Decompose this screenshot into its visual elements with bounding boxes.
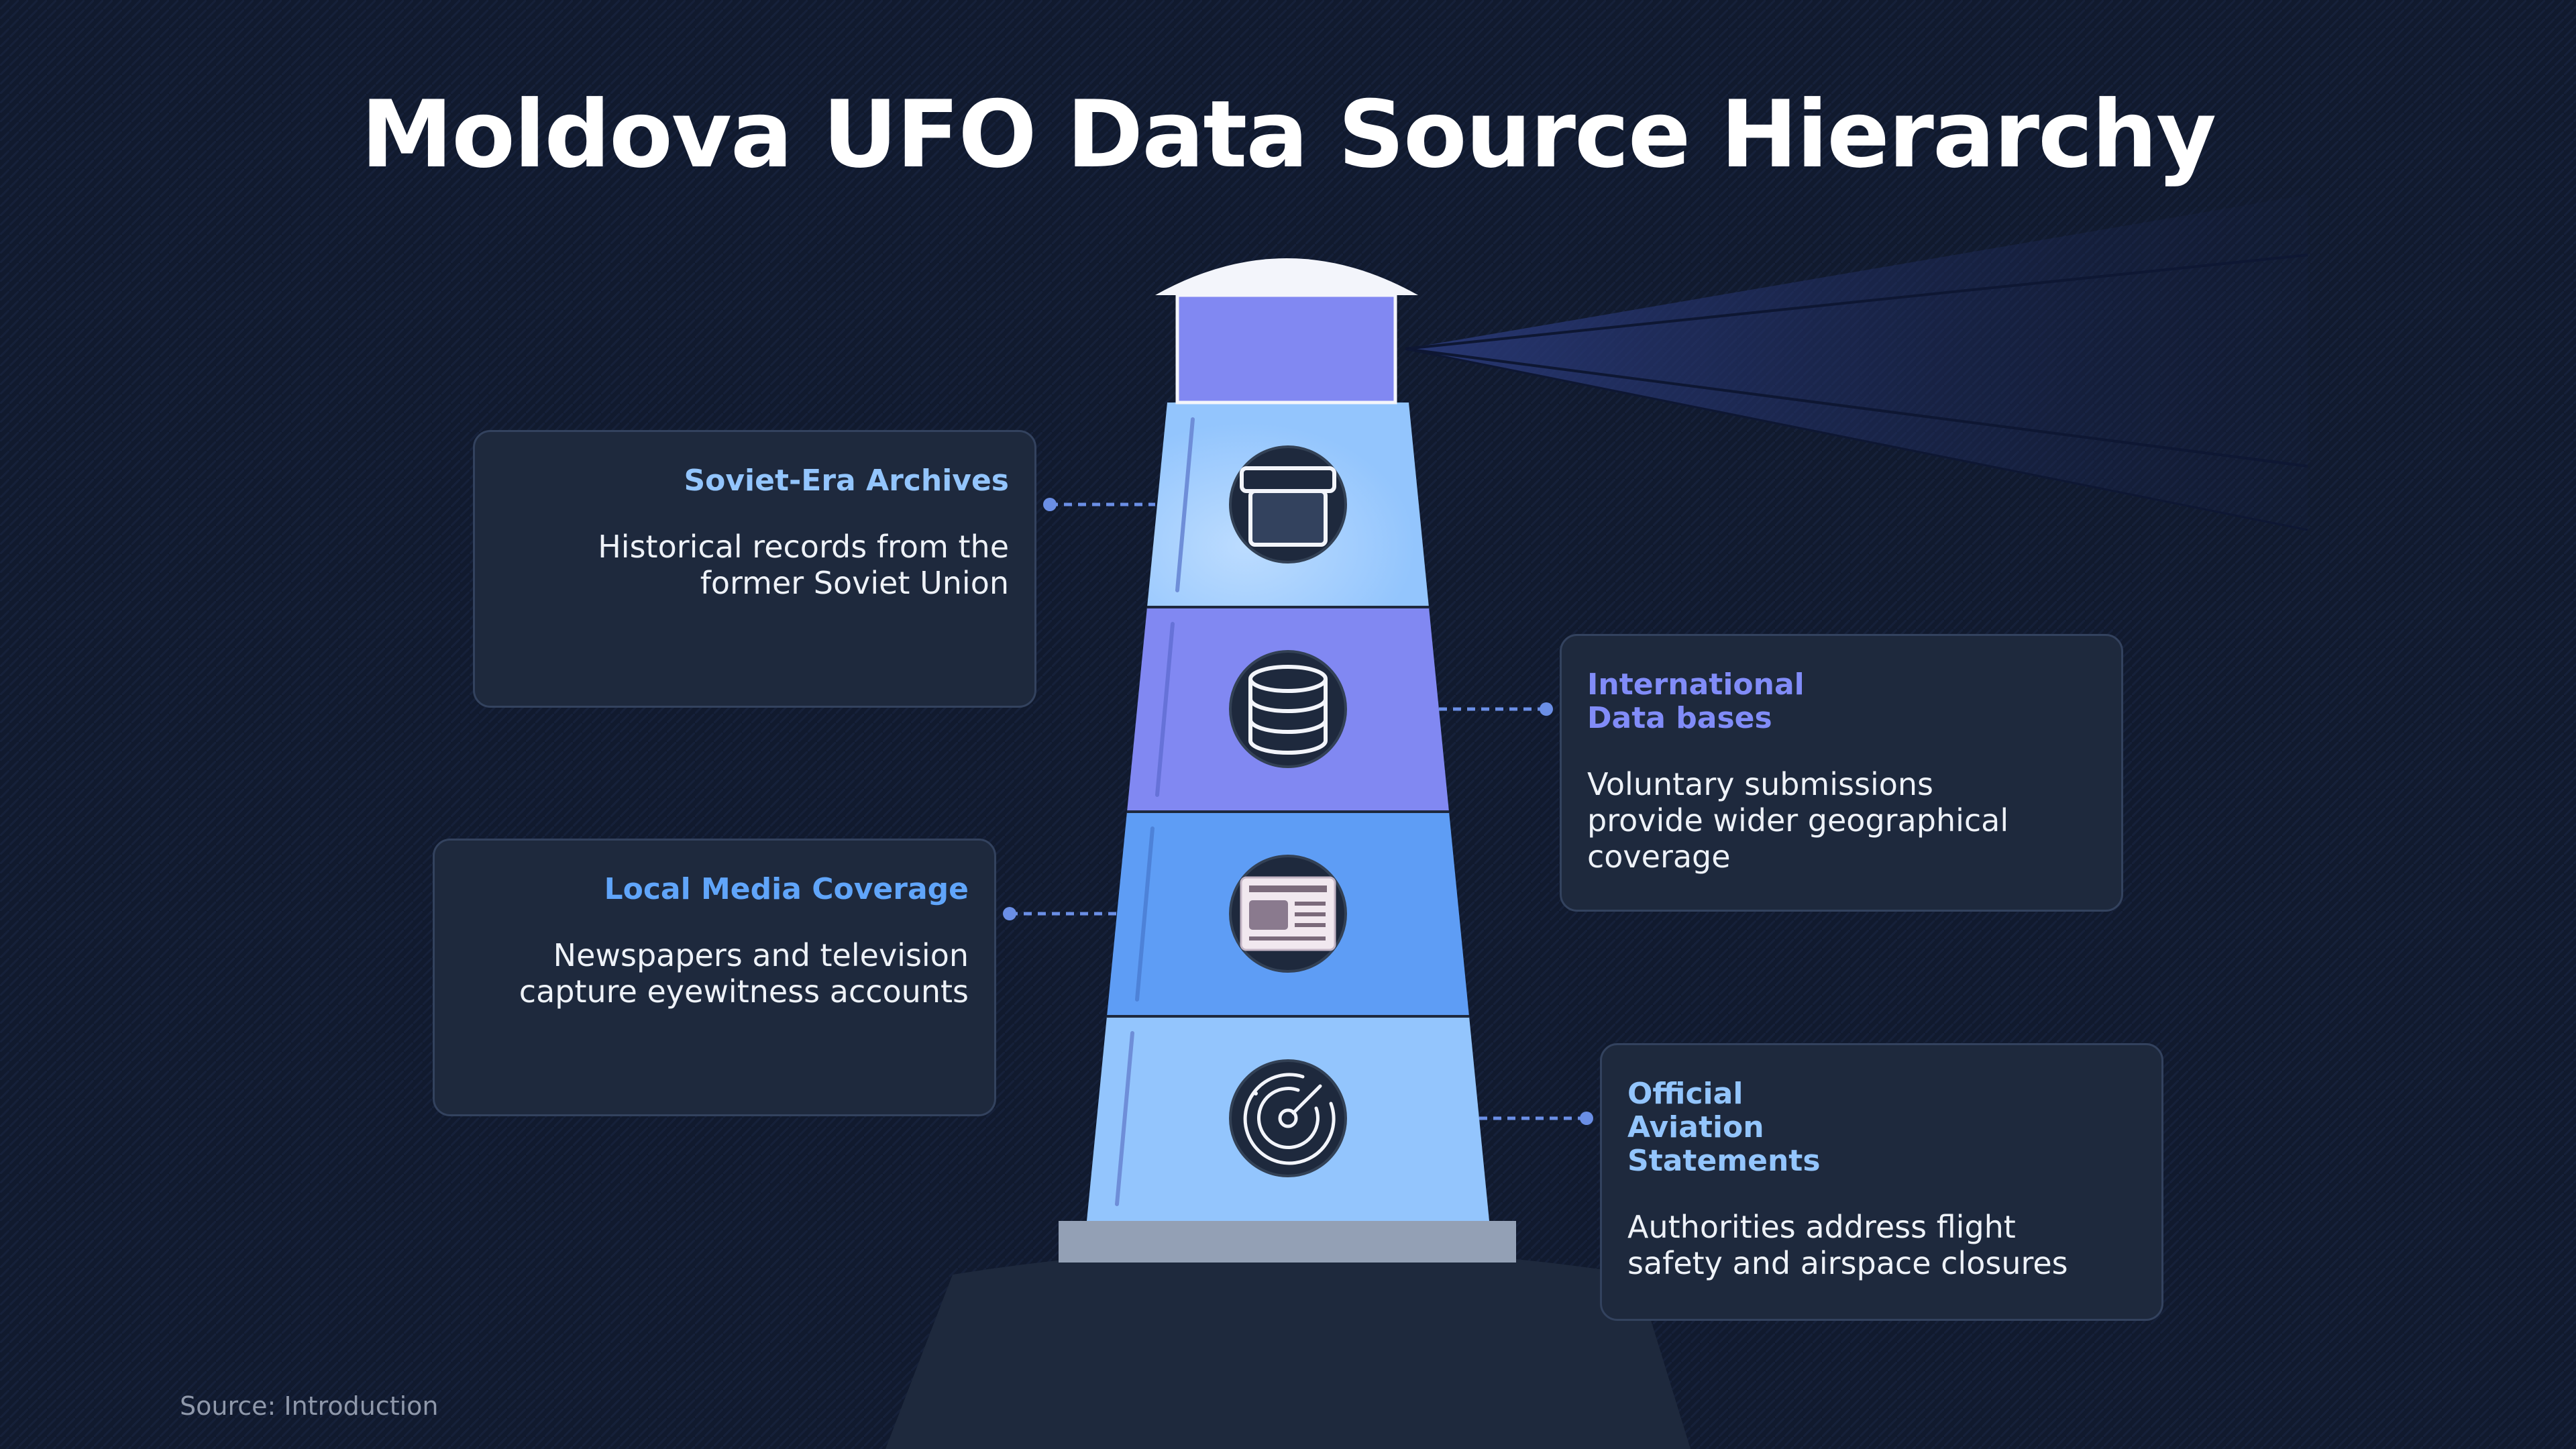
card-description: Newspapers and television capture eyewit… <box>519 937 969 1010</box>
connector-tier-4 <box>1479 1112 1593 1125</box>
card-title: Soviet-Era Archives <box>684 464 1009 498</box>
card-description: Historical records from the former Sovie… <box>598 529 1009 601</box>
archive-box-icon <box>1229 445 1347 564</box>
shine-stroke <box>1175 417 1195 592</box>
card-description: Voluntary submissions provide wider geog… <box>1587 766 2009 875</box>
shine-stroke <box>1115 1031 1134 1206</box>
card-description: Authorities address flight safety and ai… <box>1627 1209 2068 1281</box>
page-title: Moldova UFO Data Source Hierarchy <box>360 80 2216 189</box>
card-international-databases: International Data bases Voluntary submi… <box>1560 634 2123 912</box>
shine-stroke <box>1135 826 1155 1002</box>
card-title: International Data bases <box>1587 667 1805 735</box>
card-official-aviation-statements: Official Aviation Statements Authorities… <box>1600 1043 2163 1321</box>
card-soviet-era-archives: Soviet-Era Archives Historical records f… <box>473 430 1036 708</box>
beam-ray-bottom <box>1405 347 2308 531</box>
card-title: Local Media Coverage <box>604 872 969 906</box>
beam-ray-top <box>1405 254 2308 350</box>
shine-stroke <box>1155 622 1175 797</box>
card-title: Official Aviation Statements <box>1627 1077 1821 1178</box>
beam-ray-mid <box>1405 347 2308 468</box>
connector-tier-2 <box>1439 702 1553 716</box>
connector-tier-1 <box>1043 498 1155 511</box>
radar-icon <box>1229 1059 1347 1177</box>
hill <box>885 1248 1690 1449</box>
newspaper-icon <box>1229 855 1347 973</box>
lantern-room <box>1175 293 1397 405</box>
database-icon <box>1229 650 1347 768</box>
source-note: Source: Introduction <box>180 1391 439 1421</box>
lighthouse-base <box>1059 1221 1516 1263</box>
connector-tier-3 <box>1003 907 1117 920</box>
lighthouse-dome <box>1155 258 1418 295</box>
card-local-media-coverage: Local Media Coverage Newspapers and tele… <box>433 839 996 1116</box>
